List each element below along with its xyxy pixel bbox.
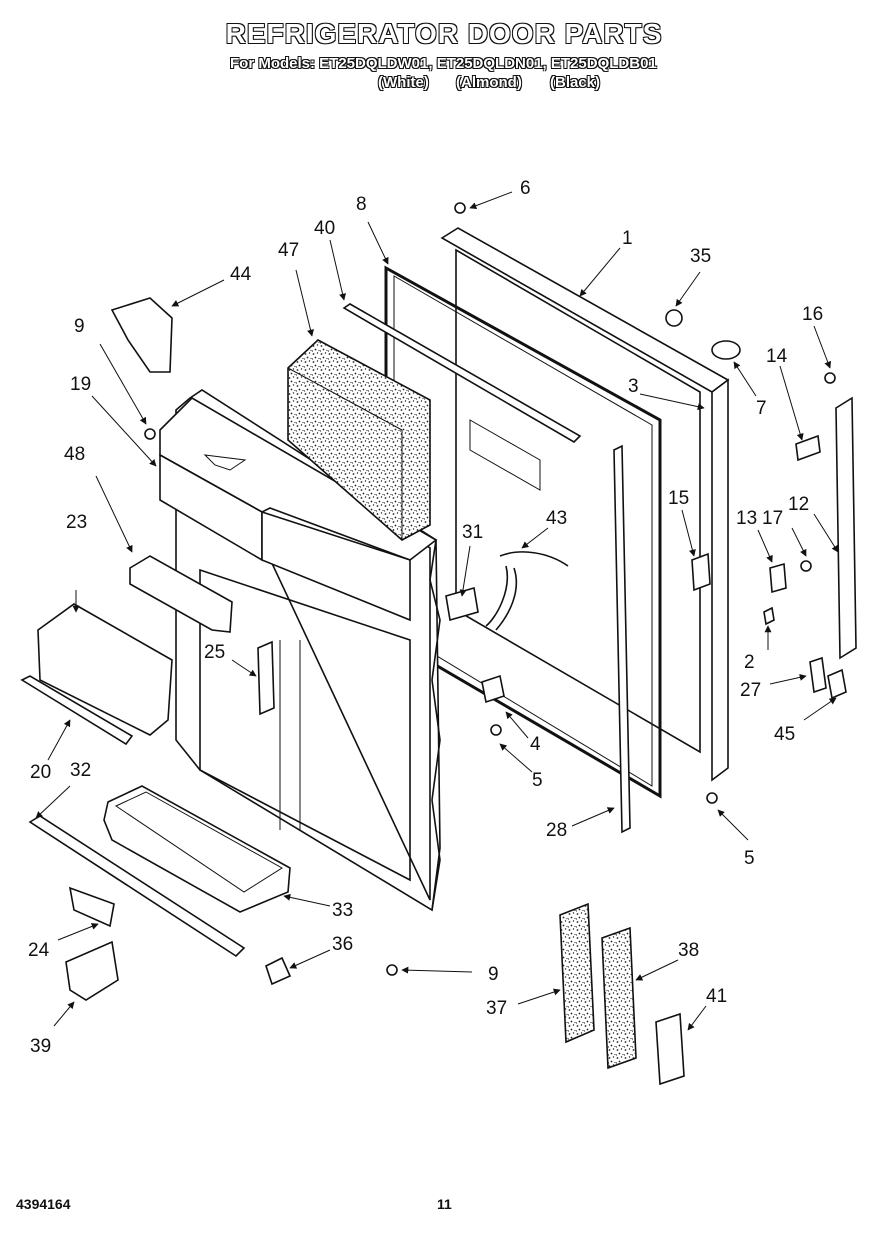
screw-17 [800, 560, 812, 572]
pad-2 [763, 606, 775, 626]
color-black: (Black) [550, 74, 601, 91]
callout-1: 1 [622, 228, 633, 249]
callout-4: 4 [530, 734, 541, 755]
clip-24 [68, 886, 115, 928]
callout-43: 43 [546, 508, 567, 529]
foam-pad-38 [601, 926, 637, 1070]
callout-20: 20 [30, 762, 51, 783]
callout-23: 23 [66, 512, 87, 533]
insulation-block [287, 339, 431, 541]
callout-32: 32 [70, 760, 91, 781]
callout-38: 38 [678, 940, 699, 961]
callout-13: 13 [736, 508, 757, 529]
door-panel-edge [429, 539, 441, 911]
bracket-31 [445, 586, 479, 622]
side-rail [613, 444, 631, 834]
callout-27: 27 [740, 680, 761, 701]
callout-15: 15 [668, 488, 689, 509]
bracket-45 [827, 668, 847, 700]
callout-5-upper: 5 [532, 770, 543, 791]
ice-chute [110, 297, 173, 373]
callout-44: 44 [230, 264, 252, 285]
callout-33: 33 [332, 900, 353, 921]
callout-17: 17 [762, 508, 783, 529]
callout-8: 8 [356, 194, 367, 215]
screw-6 [454, 202, 466, 214]
screw-9a [144, 428, 156, 440]
bracket-4 [481, 674, 505, 704]
callout-19: 19 [70, 374, 91, 395]
shelf-cover [37, 603, 173, 736]
callout-28: 28 [546, 820, 567, 841]
spacer-13 [769, 562, 787, 594]
screw-5a [490, 724, 502, 736]
bracket-27 [809, 656, 827, 694]
foam-pad-37 [559, 902, 595, 1044]
block-14 [795, 434, 821, 462]
callout-2: 2 [744, 652, 755, 673]
callout-35: 35 [690, 246, 711, 267]
slide-48 [129, 555, 233, 633]
doc-number: 4394164 [16, 1196, 71, 1212]
screw-16 [824, 372, 836, 384]
screw-9b [386, 964, 398, 976]
callout-labels: 1 2 3 4 5 5 6 7 8 9 9 12 13 14 15 16 17 … [28, 178, 823, 1057]
door-frame [440, 227, 730, 782]
color-white: (White) [378, 74, 429, 91]
callout-25: 25 [204, 642, 225, 663]
color-almond: (Almond) [456, 74, 522, 91]
callout-41: 41 [706, 986, 727, 1007]
end-cap-36 [265, 956, 292, 986]
callout-24: 24 [28, 940, 50, 961]
page-number: 11 [437, 1196, 452, 1212]
callout-5-lower: 5 [744, 848, 755, 869]
top-trim-strip [342, 303, 582, 444]
callout-37: 37 [486, 998, 507, 1019]
shelf-rail [20, 675, 134, 746]
callout-9-upper: 9 [74, 316, 85, 337]
inner-door-liner [159, 389, 441, 912]
door-bin [103, 785, 291, 913]
leader-lines [35, 191, 839, 1031]
callout-45: 45 [774, 724, 795, 745]
callout-40: 40 [314, 218, 335, 239]
foam-pad-41 [655, 1012, 685, 1086]
models-line: For Models: ET25DQLDW01, ET25DQLDN01, ET… [230, 55, 657, 72]
callout-3: 3 [628, 376, 639, 397]
callout-16: 16 [802, 304, 823, 325]
callout-12: 12 [788, 494, 809, 515]
cap-7 [711, 340, 741, 360]
callout-9-lower: 9 [488, 964, 499, 985]
callout-14: 14 [766, 346, 788, 367]
hinge-25 [257, 640, 275, 716]
bracket-39 [65, 940, 119, 1001]
callout-6: 6 [520, 178, 531, 199]
callout-47: 47 [278, 240, 299, 261]
bracket-15 [691, 552, 711, 592]
callout-31: 31 [462, 522, 483, 543]
wire-harness-43 [485, 551, 569, 631]
hinge-strip [835, 396, 857, 660]
callout-39: 39 [30, 1036, 51, 1057]
callout-48: 48 [64, 444, 85, 465]
screw-5b [706, 792, 718, 804]
hinge-pin-35 [665, 309, 683, 327]
callout-36: 36 [332, 934, 353, 955]
callout-7: 7 [756, 398, 767, 419]
page-title: REFRIGERATOR DOOR PARTS [225, 18, 663, 49]
